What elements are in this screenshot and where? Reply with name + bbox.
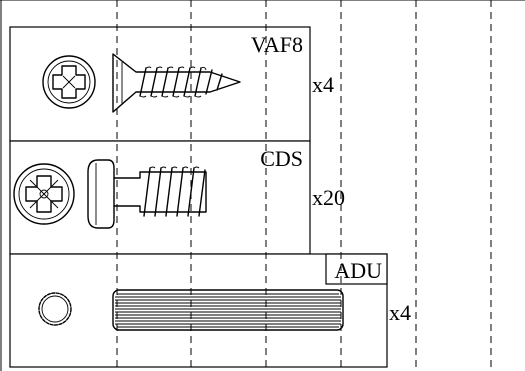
- part-code-adu: ADU: [334, 258, 382, 283]
- phillips-head-icon: [42, 55, 96, 109]
- part-quantity-cds: x20: [312, 185, 345, 210]
- part-quantity-vaf8: x4: [312, 72, 334, 97]
- part-quantity-adu: x4: [389, 300, 411, 325]
- part-panel-cds: CDS: [9, 140, 311, 255]
- fluted-dowel-end-icon: [38, 292, 72, 326]
- part-code-vaf8: VAF8: [251, 32, 303, 57]
- dashed-guide-lines: [116, 0, 492, 371]
- part-panel-adu: ADU: [9, 253, 388, 368]
- part-panel-vaf8: VAF8: [9, 26, 311, 142]
- pozidriv-head-icon: [13, 163, 75, 225]
- fluted-wooden-dowel-icon: [112, 289, 344, 331]
- part-code-cds: CDS: [260, 146, 303, 171]
- pan-head-machine-screw-icon: [87, 159, 207, 229]
